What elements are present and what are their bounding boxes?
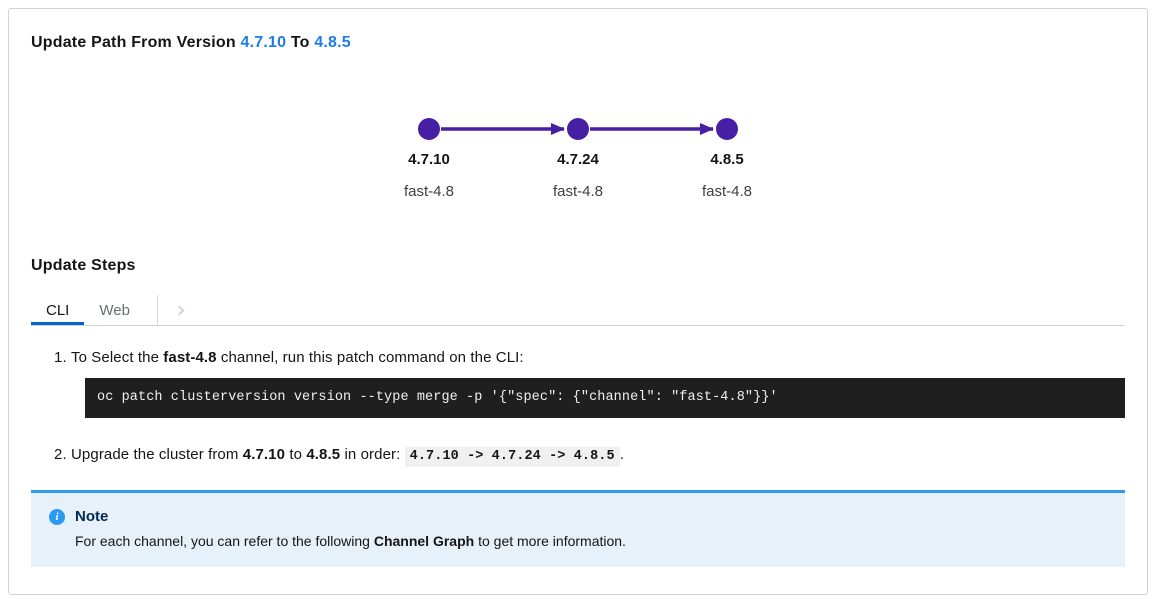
tab-cli-label: CLI	[46, 301, 70, 319]
node-2-channel: fast-4.8	[553, 183, 603, 200]
step-2-prefix: Upgrade the cluster from	[71, 446, 243, 463]
note-description: For each channel, you can refer to the f…	[75, 533, 1109, 550]
step-2-text: Upgrade the cluster from 4.7.10 to 4.8.5…	[71, 445, 1125, 467]
step-1-suffix: channel, run this patch command on the C…	[216, 349, 524, 366]
node-2-circle[interactable]	[567, 118, 589, 140]
node-1-version: 4.7.10	[408, 151, 450, 168]
info-icon: i	[49, 509, 65, 525]
chevron-right-icon	[174, 305, 185, 315]
node-3-version: 4.8.5	[710, 151, 743, 168]
patch-command: oc patch clusterversion version --type m…	[97, 390, 778, 405]
tab-web[interactable]: Web	[84, 295, 145, 325]
update-path-card: Update Path From Version 4.7.10 To 4.8.5…	[8, 8, 1148, 595]
from-version-value: 4.7.10	[240, 34, 287, 51]
note-title: Note	[75, 508, 109, 525]
tab-web-label: Web	[99, 301, 130, 319]
node-2-version: 4.7.24	[557, 151, 599, 168]
step-2: Upgrade the cluster from 4.7.10 to 4.8.5…	[71, 445, 1125, 467]
step-2-mid: to	[285, 446, 307, 463]
node-3-channel: fast-4.8	[702, 183, 752, 200]
tabs-scroll-right-button[interactable]	[158, 295, 204, 325]
patch-command-code-block[interactable]: oc patch clusterversion version --type m…	[85, 378, 1125, 418]
step-2-period: .	[619, 446, 624, 463]
page-title-prefix: Update Path From Version	[31, 34, 236, 51]
upgrade-order-code: 4.7.10 -> 4.7.24 -> 4.8.5	[404, 447, 620, 467]
tabs-divider	[156, 295, 158, 325]
step-1: To Select the fast-4.8 channel, run this…	[71, 348, 1125, 418]
note-desc-suffix: to get more information.	[474, 533, 626, 549]
node-1-channel: fast-4.8	[404, 183, 454, 200]
note-desc-prefix: For each channel, you can refer to the f…	[75, 533, 374, 549]
note-alert: i Note For each channel, you can refer t…	[31, 490, 1125, 567]
node-1-circle[interactable]	[418, 118, 440, 140]
step-1-prefix: To Select the	[71, 349, 164, 366]
page-title-connector: To	[290, 34, 310, 51]
page-title: Update Path From Version 4.7.10 To 4.8.5	[31, 34, 1125, 52]
update-steps-heading: Update Steps	[31, 257, 136, 274]
node-3-circle[interactable]	[716, 118, 738, 140]
tabs-bar: CLI Web	[31, 295, 1125, 326]
note-desc-channel-graph: Channel Graph	[373, 533, 475, 549]
step-2-from-version: 4.7.10	[242, 446, 286, 463]
update-steps-list: To Select the fast-4.8 channel, run this…	[31, 348, 1125, 467]
step-1-text: To Select the fast-4.8 channel, run this…	[71, 348, 1125, 368]
step-1-channel: fast-4.8	[163, 349, 217, 366]
to-version-value: 4.8.5	[314, 34, 351, 51]
update-path-svg: 4.7.10 4.7.24 4.8.5 fast-4.8 fast-4.8 fa…	[404, 118, 752, 200]
update-path-graph: 4.7.10 4.7.24 4.8.5 fast-4.8 fast-4.8 fa…	[348, 107, 808, 207]
step-2-suffix: in order:	[340, 446, 405, 463]
tab-cli[interactable]: CLI	[31, 295, 84, 325]
step-2-to-version: 4.8.5	[306, 446, 341, 463]
